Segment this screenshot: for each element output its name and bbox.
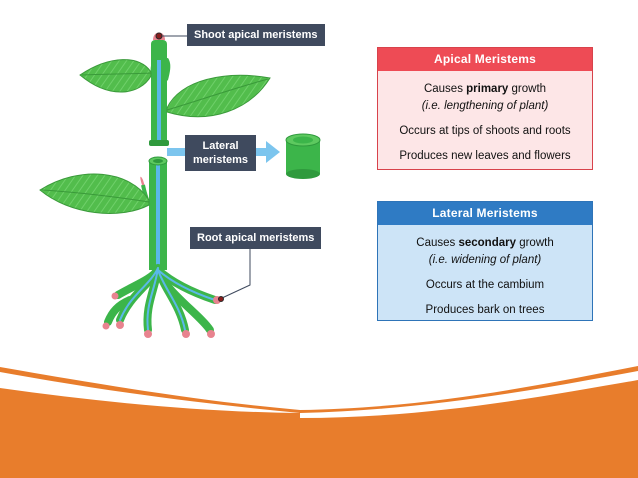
lateral-explanation: (i.e. widening of plant) [378, 252, 592, 269]
leader-lines [162, 35, 251, 302]
apical-explanation: (i.e. lengthening of plant) [378, 98, 592, 115]
apical-growth-type: primary [466, 83, 509, 95]
apical-explanation-text: (i.e. lengthening of plant) [421, 100, 549, 112]
lateral-arrow [167, 141, 280, 163]
leaf-lower-left [39, 173, 150, 214]
lateral-produces: Produces bark on trees [425, 304, 545, 316]
lateral-label-line1: Lateral [202, 140, 239, 152]
lower-stem [140, 156, 168, 270]
stem-cross-section [285, 133, 321, 179]
lateral-explanation-text: (i.e. widening of plant) [428, 254, 542, 266]
bottom-wave [0, 366, 638, 478]
lateral-growth-post: growth [516, 237, 554, 249]
lateral-meristems-box: Lateral Meristems Causes secondary growt… [377, 201, 593, 321]
lateral-box-title: Lateral Meristems [378, 202, 592, 225]
lateral-meristems-label: Lateral meristems [185, 135, 257, 171]
lateral-growth-line: Causes secondary growth [378, 235, 592, 252]
apical-growth-pre: Causes [423, 83, 467, 95]
lateral-location: Occurs at the cambium [425, 279, 545, 291]
leaf-upper-left [79, 59, 152, 93]
shoot-segment [79, 32, 271, 146]
apical-box-title: Apical Meristems [378, 48, 592, 71]
apical-location: Occurs at tips of shoots and roots [399, 125, 571, 137]
apical-box-body: Causes primary growth (i.e. lengthening … [378, 71, 592, 165]
root-system [102, 264, 221, 338]
apical-produces: Produces new leaves and flowers [399, 150, 571, 162]
lateral-box-body: Causes secondary growth (i.e. widening o… [378, 225, 592, 319]
lateral-growth-pre: Causes [416, 237, 459, 249]
shoot-apical-meristems-label: Shoot apical meristems [187, 24, 325, 46]
lateral-label-line2: meristems [193, 154, 249, 166]
leaf-upper-right [166, 74, 271, 118]
apical-growth-post: growth [508, 83, 547, 95]
root-apical-meristems-label: Root apical meristems [190, 227, 322, 249]
apical-meristems-box: Apical Meristems Causes primary growth (… [377, 47, 593, 170]
apical-growth-line: Causes primary growth [378, 81, 592, 98]
lateral-growth-type: secondary [458, 237, 516, 249]
